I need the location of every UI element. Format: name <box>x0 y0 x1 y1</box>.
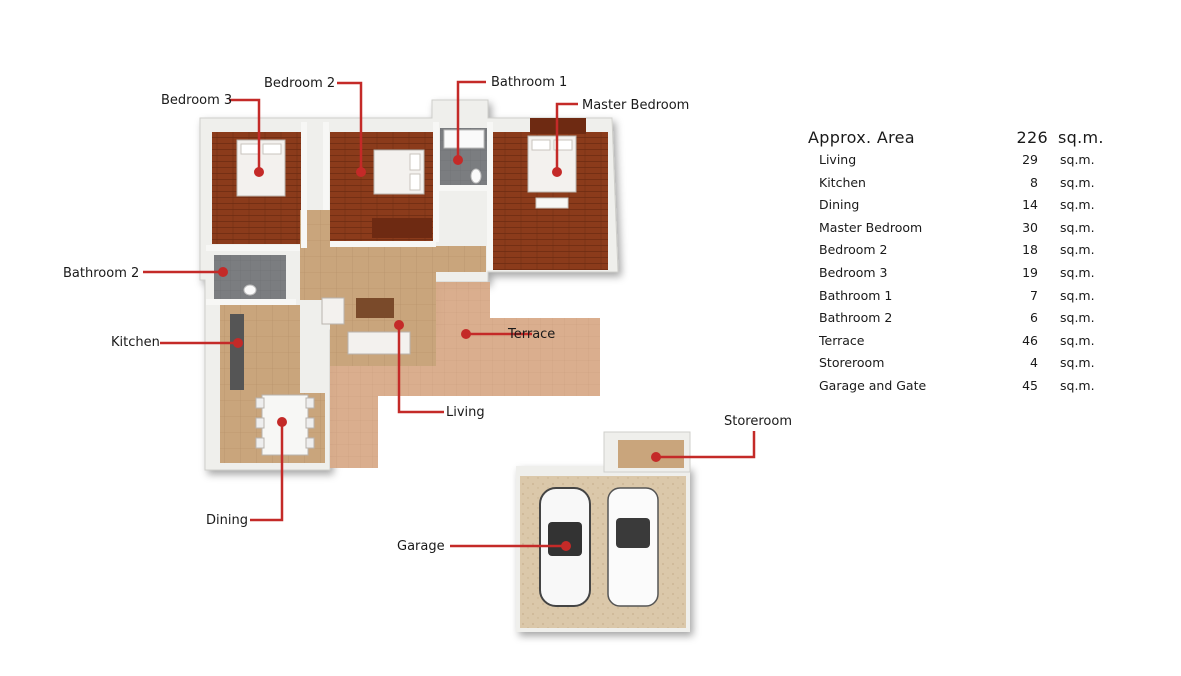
interior-walls <box>206 122 493 305</box>
toilet-bathroom2 <box>243 284 257 296</box>
dot-bathroom2 <box>218 267 228 277</box>
area-row-value: 7 <box>1030 287 1038 303</box>
leader-living <box>397 325 444 414</box>
area-row: Bathroom 1 7 sq.m. <box>808 288 1108 311</box>
dot-terrace <box>461 329 471 339</box>
dot-living <box>394 320 404 330</box>
leader-bedroom3 <box>229 98 261 170</box>
leader-storeroom <box>656 431 756 459</box>
leader-bedroom2 <box>337 81 363 170</box>
area-row-value: 29 <box>1022 152 1038 167</box>
area-table: Approx. Area 226 sq.m. Living 29 sq.m. Kit… <box>808 128 1108 401</box>
area-row-value: 18 <box>1022 242 1038 258</box>
area-row-value: 45 <box>1022 377 1038 393</box>
dot-dining <box>277 417 287 427</box>
area-row-unit: sq.m. <box>1060 174 1095 190</box>
area-header-title: Approx. Area <box>808 128 915 147</box>
area-row-unit: sq.m. <box>1060 355 1095 371</box>
area-header-unit: sq.m. <box>1058 128 1104 147</box>
terrace-floor <box>330 282 600 468</box>
area-row-name: Bedroom 3 <box>819 264 888 280</box>
dot-bedroom3 <box>254 167 264 177</box>
armchair <box>321 297 345 325</box>
living-floor <box>300 210 486 366</box>
leader-bathroom1 <box>456 80 486 158</box>
dot-bedroom2 <box>356 167 366 177</box>
bed-master <box>527 135 577 209</box>
area-row-unit: sq.m. <box>1060 287 1095 303</box>
car-right <box>607 487 659 607</box>
label-bathroom1: Bathroom 1 <box>491 75 567 90</box>
leader-lines <box>143 80 756 548</box>
leader-dots <box>218 155 661 551</box>
dot-kitchen <box>233 338 243 348</box>
area-header-value: 226 <box>1016 128 1048 147</box>
area-row-name: Kitchen <box>819 174 866 190</box>
area-row: Living 29 sq.m. <box>808 152 1108 175</box>
area-row-unit: sq.m. <box>1060 264 1095 280</box>
area-row: Master Bedroom 30 sq.m. <box>808 220 1108 243</box>
area-row-name: Master Bedroom <box>819 219 923 235</box>
area-row-name: Bathroom 2 <box>819 310 893 326</box>
label-bathroom2: Bathroom 2 <box>63 266 139 281</box>
label-bedroom2: Bedroom 2 <box>264 76 335 91</box>
area-header: Approx. Area 226 sq.m. <box>808 128 1108 152</box>
area-row-unit: sq.m. <box>1060 219 1095 235</box>
area-row-name: Storeroom <box>819 355 885 371</box>
area-row-name: Terrace <box>819 332 865 348</box>
kitchen-counter <box>230 314 244 390</box>
bathtub-bathroom1 <box>443 129 485 149</box>
area-row: Storeroom 4 sq.m. <box>808 355 1108 378</box>
area-row-value: 6 <box>1030 310 1038 326</box>
dot-storeroom <box>651 452 661 462</box>
area-row: Terrace 46 sq.m. <box>808 333 1108 356</box>
area-row-value: 46 <box>1022 332 1038 348</box>
area-row-value: 14 <box>1022 197 1038 213</box>
area-row-name: Garage and Gate <box>819 377 927 393</box>
area-row-unit: sq.m. <box>1060 377 1095 393</box>
label-terrace: Terrace <box>507 327 555 342</box>
leader-master <box>555 102 578 170</box>
area-row-unit: sq.m. <box>1060 310 1095 326</box>
leader-dining <box>250 422 284 522</box>
toilet-bathroom1 <box>470 168 482 184</box>
wardrobe-bedroom2 <box>372 218 432 238</box>
label-garage: Garage <box>397 539 445 554</box>
dot-garage <box>561 541 571 551</box>
area-row-unit: sq.m. <box>1060 152 1095 167</box>
dot-bathroom1 <box>453 155 463 165</box>
area-row-unit: sq.m. <box>1060 197 1095 213</box>
area-row: Bedroom 3 19 sq.m. <box>808 265 1108 288</box>
storeroom-floor <box>618 440 684 468</box>
area-row: Kitchen 8 sq.m. <box>808 175 1108 198</box>
area-row-value: 8 <box>1030 174 1038 190</box>
area-row-name: Dining <box>819 197 860 213</box>
coffee-table <box>356 298 394 318</box>
area-row-name: Living <box>819 152 857 167</box>
label-kitchen: Kitchen <box>111 335 160 350</box>
area-row-value: 19 <box>1022 264 1038 280</box>
area-row: Bathroom 2 6 sq.m. <box>808 310 1108 333</box>
area-row-unit: sq.m. <box>1060 332 1095 348</box>
area-row-unit: sq.m. <box>1060 242 1095 258</box>
dot-master <box>552 167 562 177</box>
label-storeroom: Storeroom <box>724 414 792 429</box>
area-row-name: Bathroom 1 <box>819 287 893 303</box>
sofa <box>347 331 411 355</box>
label-bedroom3: Bedroom 3 <box>161 93 232 108</box>
label-living: Living <box>446 405 485 420</box>
area-row: Dining 14 sq.m. <box>808 197 1108 220</box>
bed-bedroom2 <box>373 149 425 195</box>
label-dining: Dining <box>206 513 248 528</box>
label-master-bedroom: Master Bedroom <box>582 98 689 113</box>
area-row: Bedroom 2 18 sq.m. <box>808 242 1108 265</box>
area-row-value: 30 <box>1022 219 1038 235</box>
area-row: Garage and Gate 45 sq.m. <box>808 378 1108 401</box>
area-row-name: Bedroom 2 <box>819 242 888 258</box>
area-row-value: 4 <box>1030 355 1038 371</box>
